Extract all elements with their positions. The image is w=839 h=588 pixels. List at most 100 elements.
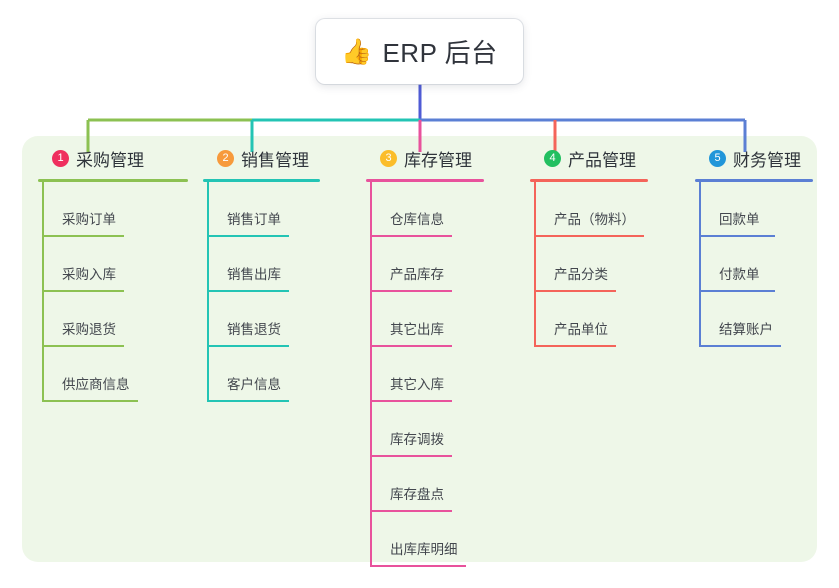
branch-column: 2 销售管理销售订单销售出库销售退货客户信息: [203, 145, 320, 402]
branch-child-label: 产品库存: [390, 267, 444, 282]
branch-child-label: 产品分类: [554, 267, 608, 282]
child-underline: [370, 510, 452, 512]
child-underline: [42, 290, 124, 292]
child-connector-stem: [699, 237, 701, 292]
child-connector-stem: [42, 347, 44, 402]
branch-children: 采购订单采购入库采购退货供应商信息: [38, 182, 188, 402]
branch-child-item[interactable]: 采购订单: [38, 182, 188, 237]
branch-column: 4 产品管理产品（物料） 产品分类产品单位: [530, 145, 648, 347]
branch-header[interactable]: 2 销售管理: [203, 145, 320, 171]
branch-title: 财务管理: [733, 150, 801, 170]
child-underline: [370, 400, 452, 402]
branch-child-label: 仓库信息: [390, 212, 444, 227]
branch-underline: [695, 179, 813, 182]
branch-number-badge: 1: [52, 149, 69, 167]
branch-child-item[interactable]: 客户信息: [203, 347, 320, 402]
branch-child-label: 供应商信息: [62, 377, 130, 392]
child-underline: [370, 290, 452, 292]
child-connector-stem: [370, 347, 372, 402]
child-connector-stem: [699, 292, 701, 347]
branch-column: 1 采购管理采购订单采购入库采购退货供应商信息: [38, 145, 188, 402]
branch-child-item[interactable]: 产品分类: [530, 237, 648, 292]
branch-child-label: 客户信息: [227, 377, 281, 392]
branch-child-label: 采购退货: [62, 322, 116, 337]
branch-child-label: 其它出库: [390, 322, 444, 337]
child-underline: [534, 345, 616, 347]
child-connector-stem: [42, 292, 44, 347]
child-connector-stem: [370, 237, 372, 292]
branch-header[interactable]: 4 产品管理: [530, 145, 648, 171]
child-underline: [370, 455, 452, 457]
child-underline: [207, 400, 289, 402]
branch-title: 产品管理: [568, 150, 636, 170]
branch-child-item[interactable]: 销售出库: [203, 237, 320, 292]
root-node-label: ERP 后台: [382, 38, 498, 68]
branch-title: 库存管理: [404, 150, 472, 170]
branch-header[interactable]: 3 库存管理: [366, 145, 484, 171]
branch-child-item[interactable]: 结算账户: [695, 292, 813, 347]
thumbs-up-icon: 👍: [341, 37, 373, 66]
branch-underline: [203, 179, 320, 182]
child-underline: [534, 290, 616, 292]
branch-child-item[interactable]: 库存盘点: [366, 457, 484, 512]
branch-child-label: 出库库明细: [390, 542, 458, 557]
child-underline: [207, 235, 289, 237]
child-underline: [207, 345, 289, 347]
branch-child-item[interactable]: 回款单: [695, 182, 813, 237]
branch-child-item[interactable]: 采购退货: [38, 292, 188, 347]
branch-child-label: 采购入库: [62, 267, 116, 282]
branch-header[interactable]: 1 采购管理: [38, 145, 188, 171]
branch-title: 采购管理: [76, 150, 144, 170]
child-connector-stem: [207, 237, 209, 292]
branch-child-label: 付款单: [719, 267, 760, 282]
branch-child-item[interactable]: 其它入库: [366, 347, 484, 402]
branch-child-label: 产品（物料）: [554, 212, 635, 227]
branch-child-item[interactable]: 出库库明细: [366, 512, 484, 567]
branch-child-item[interactable]: 销售退货: [203, 292, 320, 347]
branch-child-item[interactable]: 仓库信息: [366, 182, 484, 237]
child-connector-stem: [699, 182, 701, 237]
child-connector-stem: [207, 347, 209, 402]
branch-title: 销售管理: [241, 150, 309, 170]
child-connector-stem: [42, 237, 44, 292]
branch-number-badge: 3: [380, 149, 397, 167]
branch-underline: [38, 179, 188, 182]
child-underline: [370, 235, 452, 237]
child-connector-stem: [370, 402, 372, 457]
branch-number-badge: 4: [544, 149, 561, 167]
branch-children: 回款单付款单结算账户: [695, 182, 813, 347]
branch-child-item[interactable]: 产品单位: [530, 292, 648, 347]
branch-child-item[interactable]: 产品（物料）: [530, 182, 648, 237]
child-underline: [699, 235, 775, 237]
root-node[interactable]: 👍 ERP 后台: [316, 19, 523, 84]
child-connector-stem: [534, 292, 536, 347]
branch-child-label: 销售订单: [227, 212, 281, 227]
branch-column: 3 库存管理仓库信息产品库存其它出库其它入库库存调拨库存盘点出库库明细: [366, 145, 484, 567]
child-connector-stem: [534, 182, 536, 237]
branch-child-item[interactable]: 其它出库: [366, 292, 484, 347]
child-connector-stem: [370, 512, 372, 567]
branch-child-item[interactable]: 库存调拨: [366, 402, 484, 457]
child-connector-stem: [42, 182, 44, 237]
branch-child-label: 回款单: [719, 212, 760, 227]
branch-child-item[interactable]: 产品库存: [366, 237, 484, 292]
branch-number-badge: 2: [217, 149, 234, 167]
branch-child-item[interactable]: 采购入库: [38, 237, 188, 292]
child-connector-stem: [534, 237, 536, 292]
branch-child-item[interactable]: 付款单: [695, 237, 813, 292]
child-underline: [207, 290, 289, 292]
child-underline: [370, 565, 466, 567]
branch-child-label: 结算账户: [719, 322, 773, 337]
branch-underline: [530, 179, 648, 182]
child-underline: [534, 235, 644, 237]
branch-child-item[interactable]: 销售订单: [203, 182, 320, 237]
branch-children: 产品（物料） 产品分类产品单位: [530, 182, 648, 347]
branch-child-item[interactable]: 供应商信息: [38, 347, 188, 402]
child-connector-stem: [370, 292, 372, 347]
branch-child-label: 销售出库: [227, 267, 281, 282]
child-connector-stem: [207, 182, 209, 237]
child-connector-stem: [370, 457, 372, 512]
